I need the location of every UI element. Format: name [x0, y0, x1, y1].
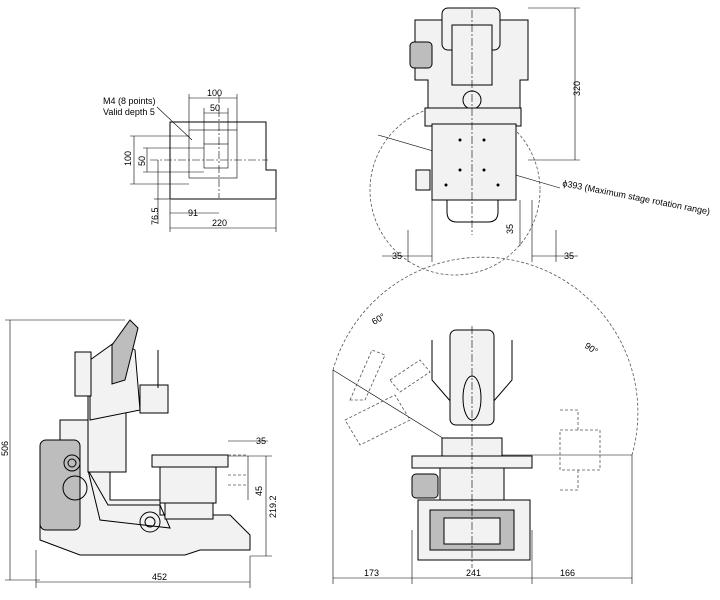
dim-35-left: 35	[392, 251, 402, 261]
angle-60: 60°	[370, 311, 387, 327]
dim-320: 320	[572, 81, 582, 96]
dim-50-vertical: 50	[137, 156, 147, 166]
dim-166: 166	[560, 568, 575, 578]
note-leader	[156, 106, 193, 141]
dim-219-2: 219.2	[268, 495, 278, 518]
dim-220: 220	[212, 218, 227, 228]
dim-35-right: 35	[564, 251, 574, 261]
plan-view: 320 ϕ393 (Maximum stage rotation range) …	[369, 7, 711, 276]
stage-outline	[169, 121, 277, 200]
dim-100-vertical: 100	[123, 151, 133, 166]
stage-top-view: M4 (8 points) Valid depth 5 100 50 100 5…	[103, 88, 277, 232]
dim-91: 91	[188, 208, 198, 218]
dim-100-horizontal: 100	[207, 88, 222, 98]
dim-452: 452	[152, 572, 167, 582]
dim-35-vertical: 35	[505, 224, 515, 234]
dim-506: 506	[0, 441, 10, 456]
rotation-range-note: ϕ393 (Maximum stage rotation range)	[562, 178, 711, 216]
dim-241: 241	[466, 568, 481, 578]
note-line-2: Valid depth 5	[103, 107, 155, 117]
angle-90: 90°	[583, 340, 600, 356]
dim-35: 35	[256, 436, 266, 446]
dim-76-5: 76.5	[150, 207, 160, 225]
front-view: 60° 90° 173 241 166	[332, 256, 639, 584]
dim-50-horizontal: 50	[210, 103, 220, 113]
dim-45: 45	[254, 486, 264, 496]
side-view: 506 35 45 219.2 452	[0, 319, 278, 588]
dim-173: 173	[364, 568, 379, 578]
note-line-1: M4 (8 points)	[103, 96, 156, 106]
rotation-range-circle	[369, 104, 541, 276]
